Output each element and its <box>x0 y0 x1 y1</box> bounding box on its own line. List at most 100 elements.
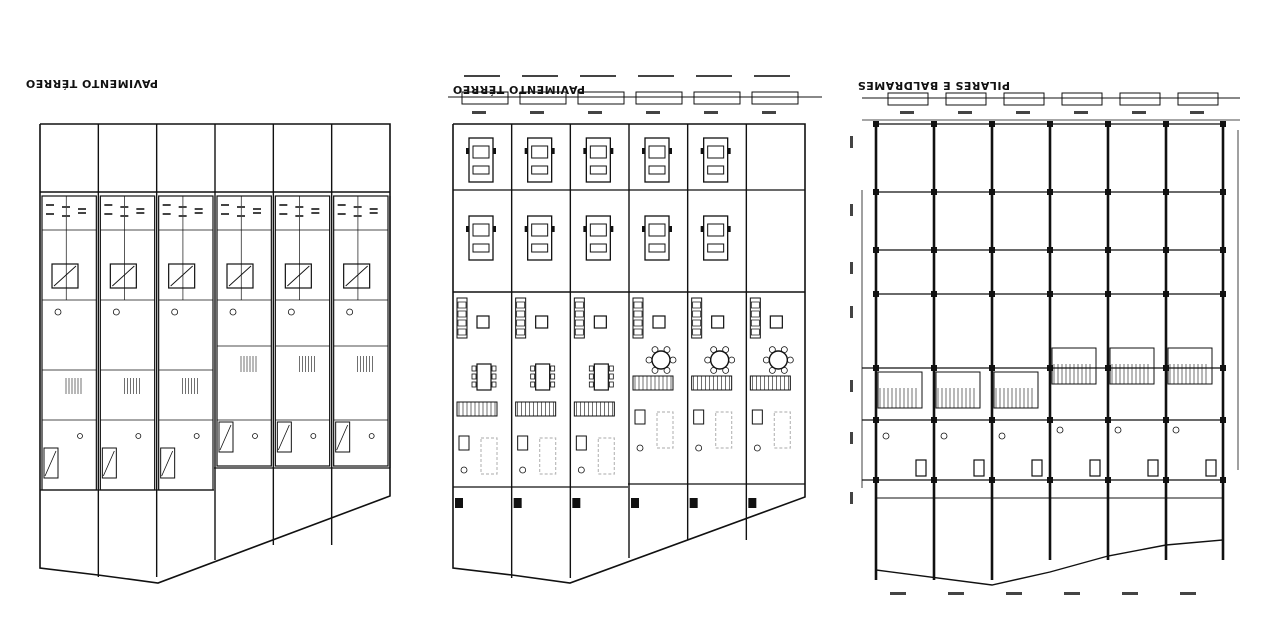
car-body <box>703 215 729 261</box>
car-rear-window <box>472 243 490 253</box>
annotation-mark <box>279 213 288 215</box>
pillar <box>989 291 995 297</box>
annotation-mark <box>311 208 320 210</box>
garage-door-box <box>43 447 59 479</box>
footing-box <box>1089 459 1101 477</box>
fixture-icon <box>287 308 295 316</box>
left-outline <box>39 123 391 584</box>
annotation-mark <box>337 204 346 206</box>
pillar <box>1047 365 1053 371</box>
pillar <box>989 121 995 127</box>
door-diagonal <box>277 424 290 451</box>
chair <box>491 373 497 380</box>
fixture-icon <box>77 433 83 439</box>
dimension-text-mark <box>696 75 732 77</box>
annotation-mark <box>178 215 187 217</box>
dimension-text-mark <box>646 111 660 114</box>
car-rear-window <box>531 243 549 253</box>
car-icon <box>583 137 614 183</box>
house-unit <box>274 195 331 467</box>
burner <box>516 328 526 336</box>
column <box>711 315 725 329</box>
bath-box <box>634 409 646 425</box>
house-footprint <box>216 195 272 467</box>
car-mirror <box>583 226 587 232</box>
pillar <box>1163 365 1169 371</box>
annotation-mark <box>279 204 288 206</box>
stair-diagonal <box>345 265 368 287</box>
round-chair <box>669 356 677 364</box>
round-chair <box>663 366 671 374</box>
chair <box>491 365 497 372</box>
chair <box>608 381 614 388</box>
column-footing <box>513 498 522 508</box>
burner <box>574 319 584 327</box>
kitchen-counter <box>632 297 644 339</box>
pillar <box>873 189 879 195</box>
pillar <box>1105 477 1111 483</box>
burner <box>633 310 643 318</box>
fixture-icon <box>753 444 761 452</box>
pillar <box>1163 417 1169 423</box>
annotation-mark <box>194 208 203 210</box>
car-mirror <box>610 226 614 232</box>
pillar <box>1220 365 1226 371</box>
car-body <box>468 215 494 261</box>
bath-box <box>751 409 763 425</box>
garage-door-box <box>276 421 292 453</box>
fixture-icon <box>1056 426 1064 434</box>
house-unit <box>333 195 389 467</box>
annotation-mark <box>311 212 320 214</box>
dimension-text-mark <box>1074 111 1088 114</box>
column <box>535 315 549 329</box>
round-chair <box>651 366 659 374</box>
stair-block <box>515 401 557 417</box>
pillar <box>931 291 937 297</box>
dining-table <box>593 363 609 391</box>
stair-diagonal <box>287 265 310 287</box>
annotation-mark <box>1180 592 1196 595</box>
pillar <box>1163 247 1169 253</box>
chair <box>471 381 477 388</box>
dimension-text-mark <box>754 75 790 77</box>
footing-box <box>1205 459 1217 477</box>
car-rear-window <box>472 165 490 175</box>
fixture-icon <box>460 466 468 474</box>
bath-box <box>517 435 529 451</box>
round-chair <box>780 366 788 374</box>
annotation-mark <box>104 204 113 206</box>
car-body <box>527 215 553 261</box>
pillar <box>1047 247 1053 253</box>
burner <box>633 301 643 309</box>
pillar <box>873 121 879 127</box>
round-chair <box>768 366 776 374</box>
bath-box <box>458 435 470 451</box>
fixture-icon <box>998 432 1006 440</box>
car-icon <box>642 215 672 261</box>
car-body <box>703 137 729 183</box>
car-body <box>468 137 494 183</box>
dimension-block <box>1119 92 1161 106</box>
hatched-area <box>480 437 498 475</box>
stair-block <box>691 375 733 391</box>
round-chair <box>728 356 736 364</box>
column <box>476 315 490 329</box>
annotation-mark <box>850 492 853 504</box>
burner <box>692 328 702 336</box>
column-footing <box>455 498 463 508</box>
door-diagonal <box>44 450 57 477</box>
annotation-mark <box>178 206 187 208</box>
round-table <box>651 350 671 370</box>
annotation-mark <box>850 306 853 318</box>
burner <box>750 328 760 336</box>
house-unit <box>632 297 677 452</box>
car-mirror <box>583 148 587 154</box>
burner <box>516 319 526 327</box>
round-chair <box>651 346 659 354</box>
pillar <box>989 477 995 483</box>
chair <box>550 365 556 372</box>
pillar <box>1047 189 1053 195</box>
dimension-text-mark <box>762 111 776 114</box>
column-footing <box>748 498 757 508</box>
door-diagonal <box>336 424 349 451</box>
